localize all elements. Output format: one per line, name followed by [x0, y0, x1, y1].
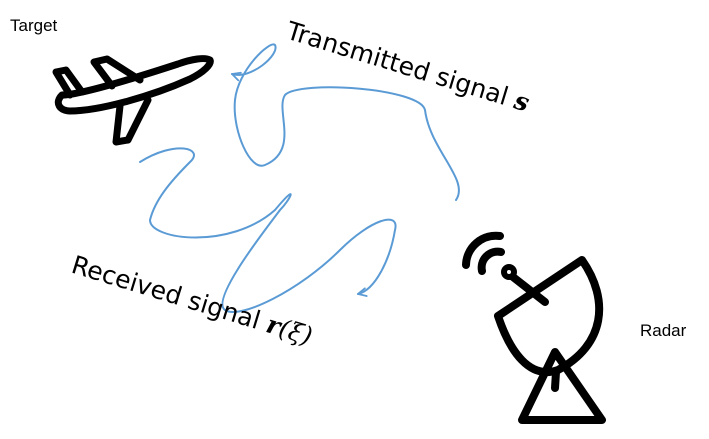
transmitted-signal-text: Transmitted signal: [282, 16, 519, 114]
radar-dish-icon: [462, 231, 606, 424]
transmitted-signal-label: Transmitted signal s: [282, 16, 533, 118]
received-signal-wave: [139, 147, 397, 313]
transmitted-signal-wave: [231, 43, 460, 201]
received-signal-label: Received signal r(ξ): [68, 250, 316, 351]
radar-label: Radar: [640, 321, 687, 340]
target-label: Target: [10, 16, 58, 35]
airplane-icon: [52, 55, 214, 146]
